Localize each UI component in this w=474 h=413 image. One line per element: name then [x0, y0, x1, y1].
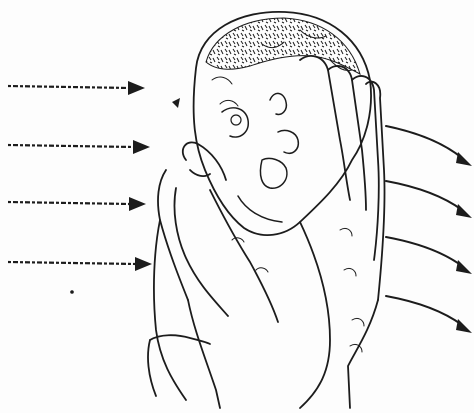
outgoing-arrow-2	[386, 181, 472, 218]
outgoing-arrow-1	[386, 126, 472, 166]
infant-head-drawing	[172, 12, 371, 235]
outgoing-arrow-3	[386, 237, 472, 274]
incoming-arrow-4	[8, 257, 152, 271]
outgoing-arrows	[386, 126, 472, 333]
incoming-arrow-1	[8, 81, 145, 95]
incoming-arrows	[8, 81, 152, 271]
incoming-arrow-3	[8, 197, 146, 211]
outgoing-arrow-4	[386, 296, 472, 333]
incoming-arrow-2	[8, 140, 150, 154]
